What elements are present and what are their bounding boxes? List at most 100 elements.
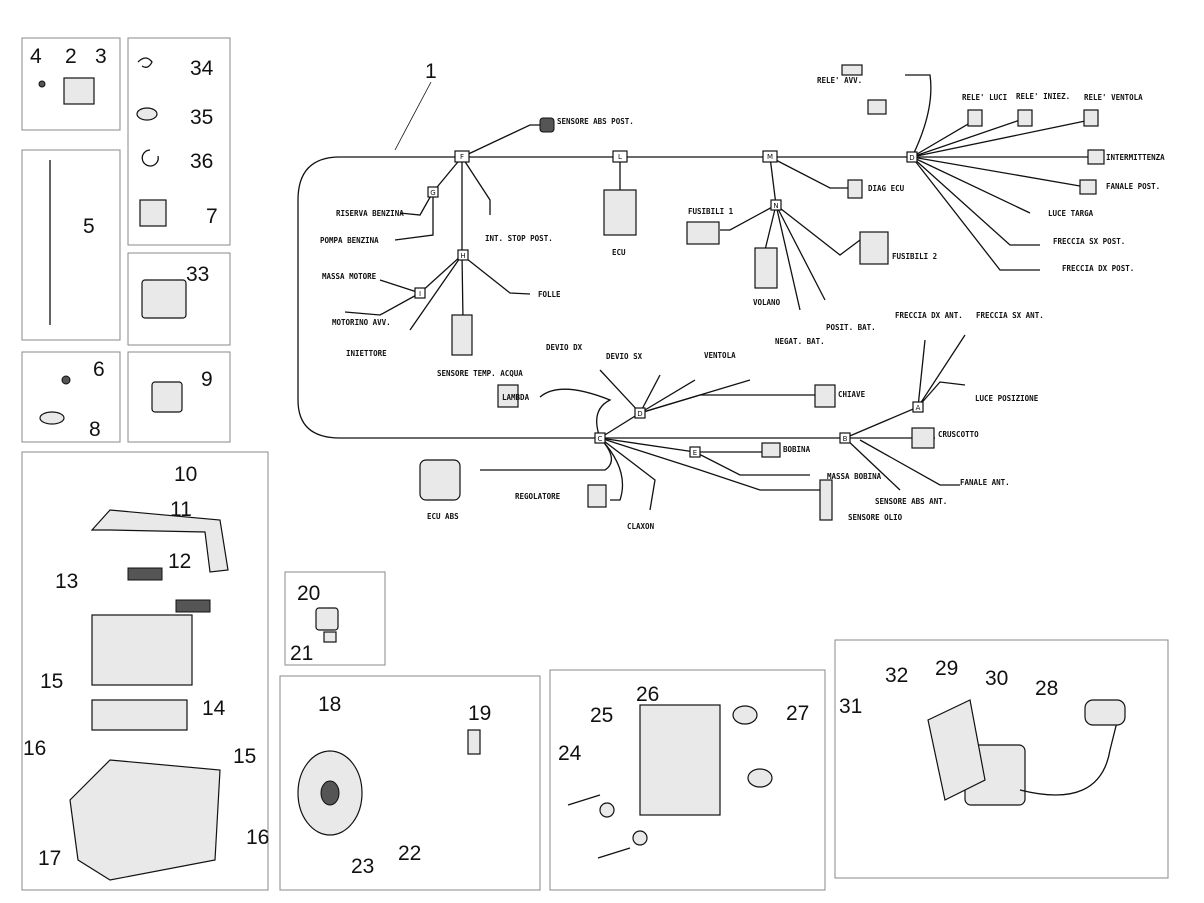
panel-cable (21, 149, 121, 341)
callout-10: 10 (174, 463, 197, 486)
label-headlight: FANALE ANT. (960, 478, 1010, 487)
bracket-29 (927, 699, 986, 801)
injection-relay-connector (1017, 109, 1033, 127)
label-lambda: LAMBDA (502, 393, 530, 402)
svg-text:L: L (618, 153, 622, 161)
panel-battery (21, 451, 269, 891)
label-fuses-2: FUSIBILI 2 (892, 252, 937, 261)
callout-1: 1 (425, 60, 437, 83)
svg-text:F: F (460, 153, 464, 161)
label-rear-stop-switch: INT. STOP POST. (485, 234, 553, 243)
horn-center (320, 780, 340, 806)
label-regulator: REGOLATORE (515, 492, 561, 501)
spark-plug-cap (1084, 699, 1126, 726)
pad-14 (91, 699, 188, 731)
diag-ecu-connector (847, 179, 863, 199)
starter-relay-connector (841, 64, 863, 76)
callout-17: 17 (38, 847, 61, 870)
callout-35: 35 (190, 106, 213, 129)
regulator-26 (639, 704, 721, 816)
abs-ecu (419, 459, 461, 501)
screw-6 (61, 375, 71, 385)
bolt-24a (567, 794, 601, 806)
callout-26: 26 (636, 683, 659, 706)
panel-regulator (549, 669, 826, 891)
relay-connector (867, 99, 887, 115)
label-ignition-coil: BOBINA (783, 445, 811, 454)
holder-7 (139, 199, 167, 227)
label-ecu: ECU (612, 248, 626, 257)
label-fuel-pump: POMPA BENZINA (320, 236, 379, 245)
svg-text:I: I (419, 290, 421, 298)
svg-text:G: G (430, 189, 435, 197)
label-starter-relay: RELE' AVV. (817, 76, 862, 85)
callout-25: 25 (590, 704, 613, 727)
svg-text:D: D (909, 154, 914, 162)
screw-4 (38, 80, 46, 88)
part-drawings (38, 57, 1126, 881)
clip-34 (137, 57, 153, 68)
oil-sensor (819, 479, 833, 521)
tail-light-connector (1079, 179, 1097, 195)
label-right-switch: DEVIO DX (546, 343, 583, 352)
pad-12b (175, 599, 211, 613)
callout-5: 5 (83, 215, 95, 238)
label-left-rear-indicator: FRECCIA SX POST. (1053, 237, 1125, 246)
label-injection-relay: RELE' INIEZ. (1016, 92, 1070, 101)
callout-28: 28 (1035, 677, 1058, 700)
callout-22: 22 (398, 842, 421, 865)
grommet-27b (747, 768, 773, 788)
washer-25a (599, 802, 615, 818)
label-position-light: LUCE POSIZIONE (975, 394, 1039, 403)
grommet-27a (732, 705, 758, 725)
label-fuses-1: FUSIBILI 1 (688, 207, 734, 216)
label-diag-ecu: DIAG ECU (868, 184, 905, 193)
clip-19 (467, 729, 481, 755)
label-flywheel: VOLANO (753, 298, 781, 307)
label-fan-relay: RELE' VENTOLA (1084, 93, 1143, 102)
callout-36: 36 (190, 150, 213, 173)
node-D2: D (634, 407, 646, 419)
washer-25b (632, 830, 648, 846)
label-horn: CLAXON (627, 522, 655, 531)
node-C: C (594, 432, 606, 444)
node-B: B (839, 432, 851, 444)
panel-relay-33 (127, 252, 231, 346)
label-neutral: FOLLE (538, 290, 561, 299)
node-H: H (457, 249, 469, 261)
panel-relay-20 (284, 571, 386, 666)
callout-23: 23 (351, 855, 374, 878)
label-right-front-indicator: FRECCIA DX ANT. (895, 311, 963, 320)
panel-relay-small (21, 37, 121, 131)
relay-33 (141, 279, 187, 319)
svg-text:B: B (843, 435, 848, 443)
callout-31: 31 (839, 695, 862, 718)
label-injector: INIETTORE (346, 349, 387, 358)
label-abs-front-sensor: SENSORE ABS ANT. (875, 497, 947, 506)
label-abs-ecu: ECU ABS (427, 512, 459, 521)
relay-9 (151, 381, 183, 413)
label-key-switch: CHIAVE (838, 390, 866, 399)
label-right-rear-indicator: FRECCIA DX POST. (1062, 264, 1134, 273)
node-M: M (762, 150, 778, 163)
panel-boxes (21, 37, 1169, 891)
label-left-switch: DEVIO SX (606, 352, 643, 361)
callout-27: 27 (786, 702, 809, 725)
callout-numbers: 1 2 3 4 34 35 36 7 5 33 6 8 9 10 11 12 1… (23, 45, 1058, 878)
label-left-front-indicator: FRECCIA SX ANT. (976, 311, 1044, 320)
clip-36 (141, 149, 159, 167)
callout-3: 3 (95, 45, 107, 68)
svg-text:A: A (916, 404, 921, 412)
callout-34: 34 (190, 57, 214, 80)
relay-20 (315, 607, 339, 631)
callout-9: 9 (201, 368, 213, 391)
pad-12a (127, 567, 163, 581)
label-oil-sensor: SENSORE OLIO (848, 513, 903, 522)
node-F: F (454, 150, 470, 163)
connector-nodes: F L M D G H I N C E B A D (414, 150, 924, 458)
callout-21: 21 (290, 642, 313, 665)
callout-16b: 16 (246, 826, 269, 849)
node-A: A (912, 401, 924, 413)
svg-text:N: N (773, 202, 778, 210)
svg-text:D: D (637, 410, 642, 418)
